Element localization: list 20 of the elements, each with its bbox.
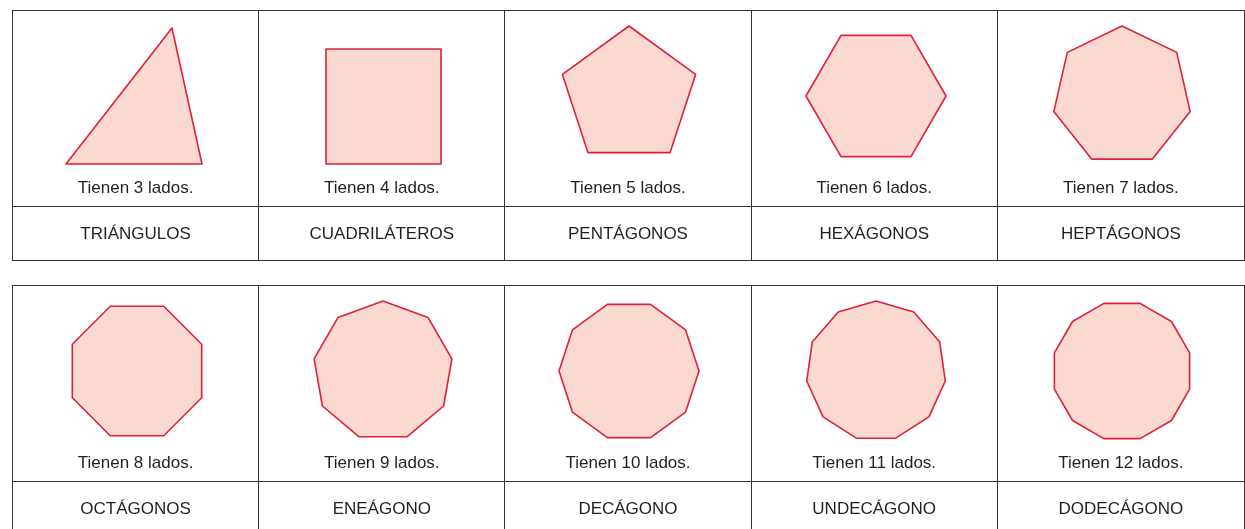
polygon-name: HEXÁGONOS xyxy=(819,222,929,245)
side-count-text: Tienen 9 lados. xyxy=(322,451,441,474)
polygon-name: TRIÁNGULOS xyxy=(80,222,191,245)
side-count-text: Tienen 10 lados. xyxy=(564,451,692,474)
polygon-name: UNDECÁGONO xyxy=(812,497,937,520)
side-count-text: Tienen 11 lados. xyxy=(811,451,938,474)
side-count-text: Tienen 5 lados. xyxy=(569,176,687,199)
polygon-name: DECÁGONO xyxy=(578,497,678,520)
side-count-text: Tienen 4 lados. xyxy=(322,176,441,199)
polygon-name: PENTÁGONOS xyxy=(568,222,688,245)
polygon-name: ENEÁGONO xyxy=(332,497,431,520)
side-count-text: Tienen 3 lados. xyxy=(76,176,195,199)
side-count-text: Tienen 6 lados. xyxy=(815,176,933,199)
side-count-text: Tienen 8 lados. xyxy=(76,451,195,474)
polygon-name: OCTÁGONOS xyxy=(80,497,191,520)
polygon-name: CUADRILÁTEROS xyxy=(309,222,455,245)
polygon-name: DODECÁGONO xyxy=(1058,497,1184,520)
side-count-text: Tienen 7 lados. xyxy=(1062,176,1180,199)
polygon-name: HEPTÁGONOS xyxy=(1060,222,1181,245)
side-count-text: Tienen 12 lados. xyxy=(1057,451,1185,474)
